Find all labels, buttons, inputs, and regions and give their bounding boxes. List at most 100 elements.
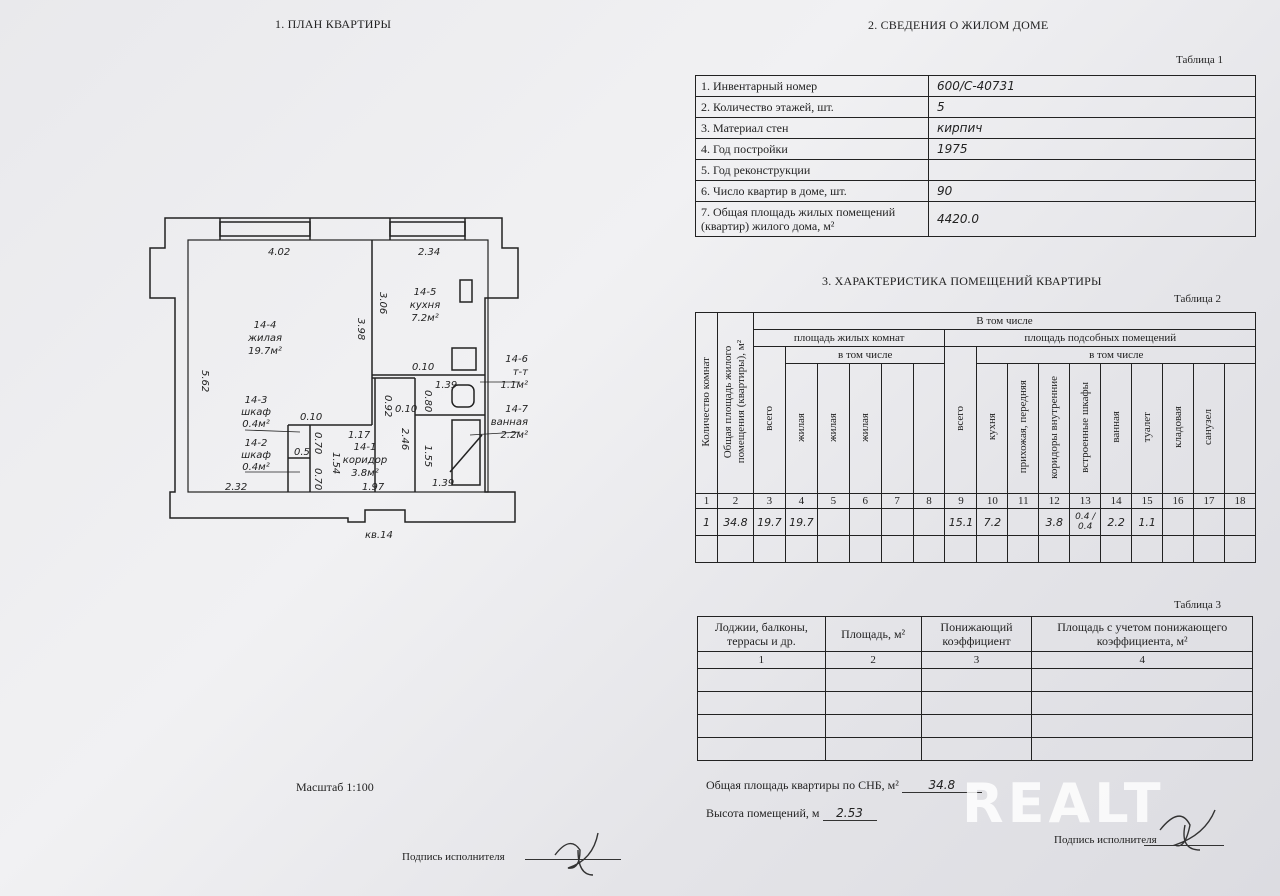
table-row xyxy=(695,535,1257,563)
col-number: 15 xyxy=(1131,493,1164,509)
row-value: 1975 xyxy=(928,138,1256,160)
col-number: 13 xyxy=(1069,493,1102,509)
header-kitchen: кухня xyxy=(976,363,1009,494)
dim-label: 1.55 xyxy=(422,445,433,467)
row-value: 4420.0 xyxy=(928,201,1256,237)
header-living: жилая xyxy=(848,363,882,494)
room-name: коридор xyxy=(343,455,387,466)
col-number: 2 xyxy=(716,493,754,509)
total-area-label: Общая площадь квартиры по СНБ, м² xyxy=(706,778,899,792)
header-rooms-count: Количество комнат xyxy=(695,312,718,494)
dim-label: 4.02 xyxy=(268,247,290,258)
room-area: 1.1м² xyxy=(501,380,528,391)
col-number: 8 xyxy=(912,493,946,509)
room-area: 19.7м² xyxy=(248,346,282,357)
cell: 19.7 xyxy=(784,508,818,536)
cell: 2.2 xyxy=(1100,508,1133,536)
floor-plan: 4.02 2.34 5.62 3.98 3.06 2.32 0.10 0.92 … xyxy=(149,217,529,541)
header-coefficient: Понижающий коэффициент xyxy=(920,616,1033,652)
room-area: 7.2м² xyxy=(411,313,438,324)
room-id: 14-6 xyxy=(505,354,528,365)
dim-label: 0.92 xyxy=(382,395,393,417)
dim-label: 2.34 xyxy=(418,247,440,258)
header-combined-bath: санузел xyxy=(1192,363,1225,494)
row-label-line2: (квартир) жилого дома, м² xyxy=(701,219,835,233)
cell: 1 xyxy=(695,508,718,536)
signature-right-label: Подпись исполнителя xyxy=(1054,834,1157,846)
row-value: кирпич xyxy=(928,117,1256,139)
room-name: шкаф xyxy=(241,450,271,461)
cell: 15.1 xyxy=(944,508,978,536)
col-number: 2 xyxy=(824,651,922,669)
col-number: 3 xyxy=(752,493,786,509)
header-loggias: Лоджии, балконы, террасы и др. xyxy=(697,616,826,652)
room-id: 14-4 xyxy=(254,320,277,331)
col-number: 5 xyxy=(816,493,850,509)
room-id: 14-7 xyxy=(505,404,528,415)
row-label-line1: 7. Общая площадь жилых помещений xyxy=(701,205,896,219)
dim-label: 1.39 xyxy=(432,478,454,489)
dim-label: 0.10 xyxy=(412,362,434,373)
house-info-section-title: 2. СВЕДЕНИЯ О ЖИЛОМ ДОМЕ xyxy=(868,18,1049,32)
height-value: 2.53 xyxy=(822,806,877,821)
header-in-total: В том числе xyxy=(752,312,1257,330)
signature-right-mark xyxy=(1159,809,1216,851)
table-row xyxy=(697,668,1253,692)
dim-label: 1.97 xyxy=(362,482,385,493)
row-label: 6. Число квартир в доме, шт. xyxy=(695,180,929,202)
signature-right-line xyxy=(1144,845,1224,846)
total-area-line: Общая площадь квартиры по СНБ, м² 34.8 xyxy=(706,778,982,793)
col-number: 14 xyxy=(1100,493,1133,509)
dim-label: 3.98 xyxy=(355,318,366,340)
table-row: 5. Год реконструкции xyxy=(695,159,1256,181)
col-number: 4 xyxy=(1031,651,1253,669)
table3-label: Таблица 3 xyxy=(1174,599,1222,611)
scale-label: Масштаб 1:100 xyxy=(296,780,374,794)
dim-label: 0.70 xyxy=(312,432,323,454)
col-number: 16 xyxy=(1162,493,1194,509)
cell: 1.1 xyxy=(1131,508,1164,536)
dim-label: 1.54 xyxy=(330,452,341,474)
dim-label: 2.46 xyxy=(399,428,410,450)
header-blank xyxy=(912,363,946,494)
header-area: Площадь, м² xyxy=(824,616,922,652)
room-area: 3.8м² xyxy=(351,468,378,479)
row-value: 600/С-40731 xyxy=(928,75,1256,97)
row-label: 5. Год реконструкции xyxy=(695,159,929,181)
table-row: 6. Число квартир в доме, шт.90 xyxy=(695,180,1256,202)
cell: 7.2 xyxy=(976,508,1009,536)
room-id: 14-3 xyxy=(245,395,268,406)
height-label: Высота помещений, м xyxy=(706,806,820,820)
dim-label: 3.06 xyxy=(377,292,388,314)
col-number: 3 xyxy=(920,651,1033,669)
header-blank xyxy=(880,363,914,494)
balconies-table: Лоджии, балконы, террасы и др. Площадь, … xyxy=(697,616,1253,761)
room-name: кухня xyxy=(410,300,440,311)
room-id: 14-2 xyxy=(245,438,268,449)
rooms-section-title: 3. ХАРАКТЕРИСТИКА ПОМЕЩЕНИЙ КВАРТИРЫ xyxy=(822,274,1102,288)
row-label: 3. Материал стен xyxy=(695,117,929,139)
table-row xyxy=(697,737,1253,761)
table-row: 2. Количество этажей, шт.5 xyxy=(695,96,1256,118)
dim-label: 1.17 xyxy=(348,430,371,441)
room-area: 2.2м² xyxy=(501,430,528,441)
cell xyxy=(1192,508,1225,536)
header-adjusted-area: Площадь с учетом понижающего коэффициент… xyxy=(1031,616,1253,652)
cell xyxy=(880,508,914,536)
cell: 19.7 xyxy=(752,508,786,536)
cell xyxy=(848,508,882,536)
col-number: 17 xyxy=(1192,493,1225,509)
header-corridors: коридоры внутренние xyxy=(1038,363,1071,494)
col-number: 12 xyxy=(1038,493,1071,509)
cell xyxy=(816,508,850,536)
dim-label: 5.62 xyxy=(199,370,210,392)
row-label: 4. Год постройки xyxy=(695,138,929,160)
total-area-value: 34.8 xyxy=(901,778,982,793)
table-row xyxy=(697,714,1253,738)
